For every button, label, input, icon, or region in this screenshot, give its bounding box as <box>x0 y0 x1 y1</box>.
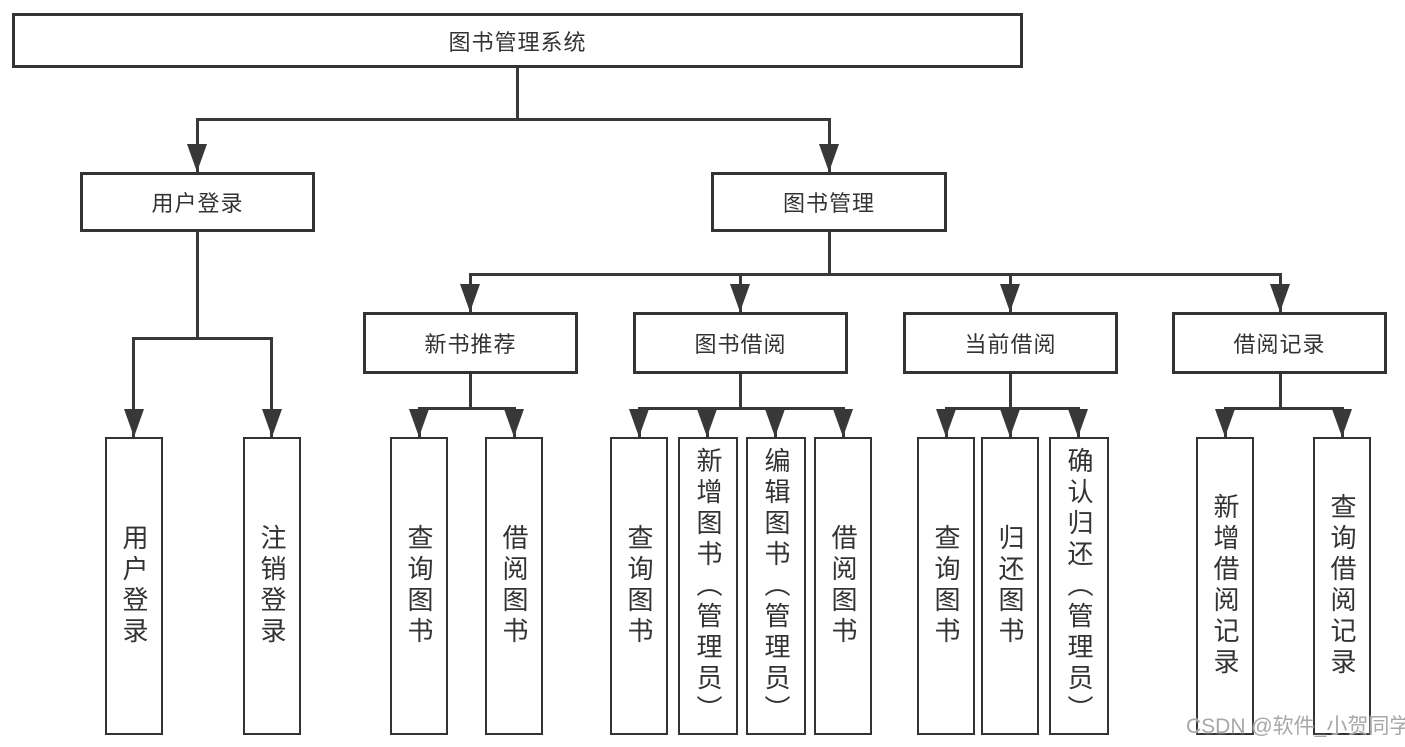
arrow-down-icon <box>730 284 750 312</box>
node-label: 当前借阅 <box>964 332 1057 357</box>
leaf-label: 归还图书 <box>995 524 1025 648</box>
leaf-borrow-books-2: 借阅图书 <box>814 437 872 735</box>
arrow-down-icon <box>1270 284 1290 312</box>
arrow-down-icon <box>1000 409 1020 437</box>
node-user-login: 用户登录 <box>80 172 315 232</box>
connector-line <box>196 232 199 337</box>
arrow-down-icon <box>697 409 717 437</box>
connector-line <box>418 407 516 410</box>
connector-line <box>469 374 472 407</box>
leaf-query-books-3: 查询图书 <box>917 437 975 735</box>
leaf-query-books-1: 查询图书 <box>390 437 448 735</box>
leaf-logout: 注销登录 <box>243 437 301 735</box>
leaf-label: 查询图书 <box>931 524 961 648</box>
leaf-label: 查询借阅记录 <box>1327 493 1357 679</box>
arrow-down-icon <box>765 409 785 437</box>
connector-line <box>739 374 742 407</box>
leaf-label: 查询图书 <box>624 524 654 648</box>
arrow-down-icon <box>187 144 207 172</box>
connector-line <box>1224 407 1343 410</box>
node-label: 用户登录 <box>151 191 244 216</box>
node-label: 图书管理 <box>782 191 875 216</box>
node-new-book-recommend: 新书推荐 <box>363 312 578 374</box>
leaf-query-books-2: 查询图书 <box>610 437 668 735</box>
arrow-down-icon <box>819 144 839 172</box>
arrow-down-icon <box>262 409 282 437</box>
arrow-down-icon <box>504 409 524 437</box>
connector-line <box>828 232 831 273</box>
leaf-label: 查询图书 <box>404 524 434 648</box>
leaf-label: 借阅图书 <box>499 524 529 648</box>
node-label: 借阅记录 <box>1233 332 1326 357</box>
leaf-borrow-books-1: 借阅图书 <box>485 437 543 735</box>
connector-line <box>132 337 135 437</box>
arrow-down-icon <box>409 409 429 437</box>
node-current-borrowing: 当前借阅 <box>903 312 1118 374</box>
arrow-down-icon <box>833 409 853 437</box>
node-library-system: 图书管理系统 <box>12 13 1023 68</box>
connector-line <box>132 337 273 340</box>
arrow-down-icon <box>629 409 649 437</box>
connector-line <box>196 118 831 121</box>
connector-line <box>638 407 845 410</box>
leaf-label: 编辑图书（管理员） <box>761 446 791 726</box>
arrow-down-icon <box>936 409 956 437</box>
node-label: 图书借阅 <box>694 332 787 357</box>
node-book-management: 图书管理 <box>711 172 947 232</box>
csdn-watermark: CSDN @软件_小贺同学 <box>1186 715 1405 738</box>
leaf-label: 确认归还（管理员） <box>1064 446 1094 726</box>
node-borrowing-records: 借阅记录 <box>1172 312 1387 374</box>
leaf-label: 借阅图书 <box>828 524 858 648</box>
node-book-borrowing: 图书借阅 <box>633 312 848 374</box>
connector-line <box>945 407 1080 410</box>
connector-line <box>1279 374 1282 407</box>
leaf-edit-book-admin: 编辑图书（管理员） <box>746 437 806 735</box>
arrow-down-icon <box>124 409 144 437</box>
leaf-user-login: 用户登录 <box>105 437 163 735</box>
leaf-add-book-admin: 新增图书（管理员） <box>678 437 738 735</box>
leaf-label: 用户登录 <box>119 524 149 648</box>
arrow-down-icon <box>1068 409 1088 437</box>
arrow-down-icon <box>1000 284 1020 312</box>
connector-line <box>469 273 1281 276</box>
leaf-label: 新增图书（管理员） <box>693 446 723 726</box>
connector-line <box>270 337 273 437</box>
arrow-down-icon <box>1332 409 1352 437</box>
leaf-label: 新增借阅记录 <box>1210 493 1240 679</box>
arrow-down-icon <box>460 284 480 312</box>
leaf-confirm-return-admin: 确认归还（管理员） <box>1049 437 1109 735</box>
leaf-query-borrow-record: 查询借阅记录 <box>1313 437 1371 735</box>
arrow-down-icon <box>1215 409 1235 437</box>
leaf-label: 注销登录 <box>257 524 287 648</box>
node-label: 图书管理系统 <box>448 29 587 55</box>
connector-line <box>516 68 519 118</box>
connector-line <box>1009 374 1012 407</box>
node-label: 新书推荐 <box>424 332 517 357</box>
leaf-add-borrow-record: 新增借阅记录 <box>1196 437 1254 735</box>
leaf-return-book: 归还图书 <box>981 437 1039 735</box>
